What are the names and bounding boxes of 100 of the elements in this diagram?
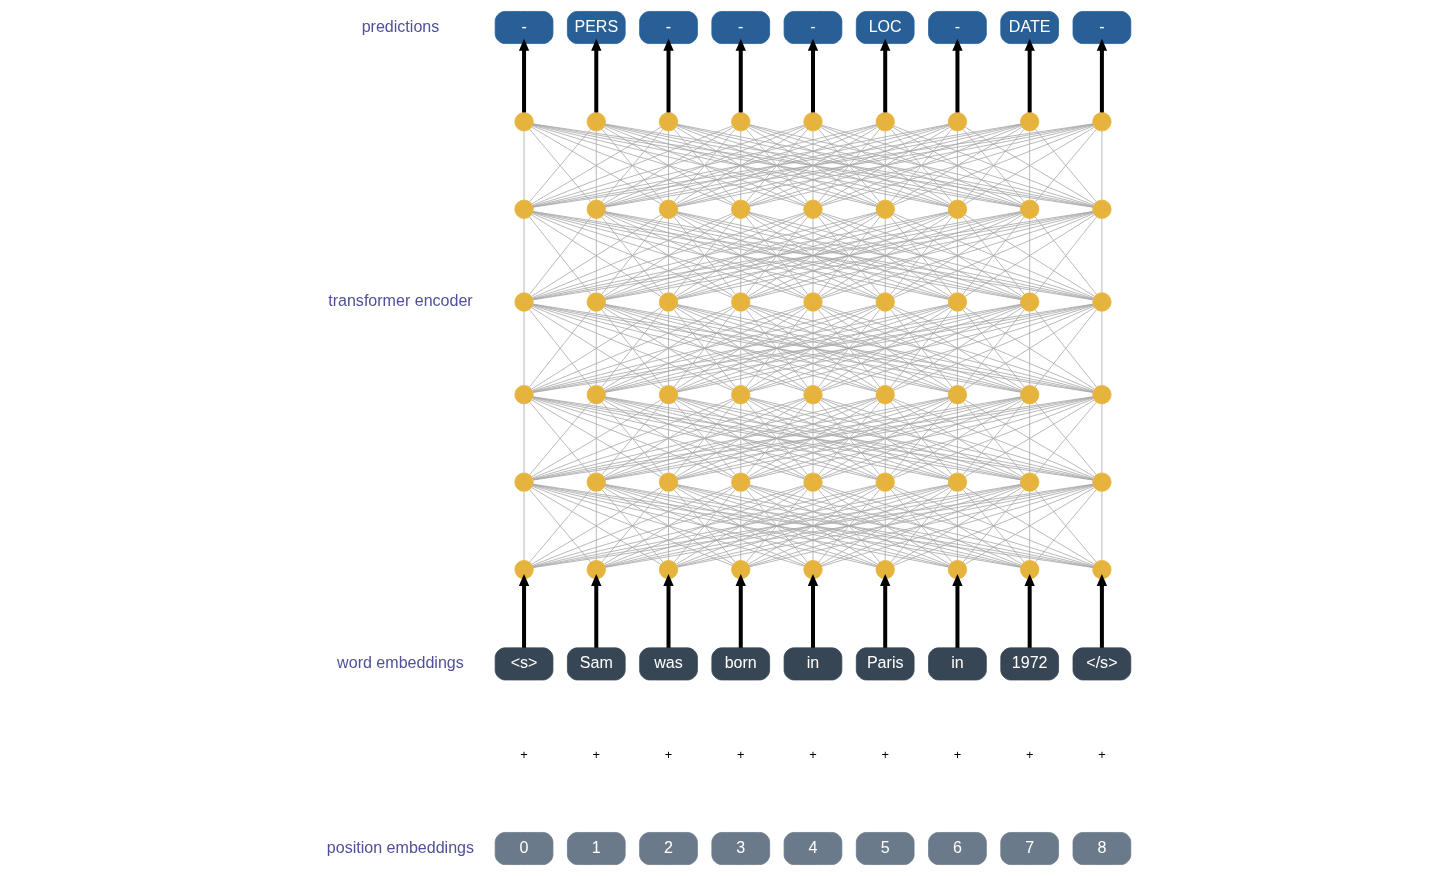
connector	[673, 489, 736, 563]
connector	[673, 309, 736, 388]
node-box: -	[639, 11, 698, 44]
node-circle	[586, 199, 606, 219]
connector	[603, 487, 734, 565]
connector	[740, 130, 742, 201]
arrow	[880, 574, 891, 648]
connector	[601, 128, 664, 203]
node-circle	[947, 199, 968, 219]
connector	[531, 213, 733, 299]
connector	[532, 485, 805, 567]
connector	[673, 128, 736, 203]
connector	[604, 305, 877, 392]
connector	[964, 126, 1095, 205]
connector	[892, 487, 1023, 565]
connector	[595, 403, 597, 474]
connector	[821, 305, 1094, 392]
node-circle	[803, 199, 823, 219]
connector	[962, 216, 1025, 295]
node-box: <s>	[494, 647, 554, 681]
connector	[601, 489, 664, 563]
connector	[523, 130, 525, 201]
node-circle	[514, 472, 534, 492]
connector	[890, 309, 953, 388]
connector	[884, 491, 886, 561]
node-circle	[658, 112, 679, 132]
connector	[532, 485, 733, 566]
connector	[531, 126, 662, 205]
connector	[745, 309, 808, 388]
connector	[884, 310, 886, 386]
connector	[595, 310, 597, 386]
connector	[523, 310, 525, 386]
node-circle	[1020, 560, 1040, 580]
connector	[890, 489, 953, 563]
node-circle	[947, 560, 968, 580]
connector	[676, 485, 950, 567]
connector	[595, 491, 597, 561]
connector	[821, 212, 1094, 299]
connector	[820, 307, 951, 390]
connector	[820, 399, 951, 478]
connector	[668, 218, 669, 293]
node-circle	[1020, 292, 1040, 312]
connector	[532, 397, 877, 480]
connector	[820, 214, 951, 297]
connector	[740, 491, 742, 561]
connector	[749, 211, 1094, 300]
node-box: in	[783, 647, 843, 681]
node-box: born	[711, 647, 771, 681]
connector	[532, 396, 949, 480]
node-circle	[586, 385, 606, 405]
connector	[892, 399, 1023, 478]
node-box: 2	[639, 832, 698, 865]
connector	[957, 218, 958, 293]
node-circle	[875, 385, 895, 405]
connector	[748, 213, 950, 299]
connector	[523, 218, 525, 293]
connector	[531, 214, 662, 297]
node-circle	[514, 112, 534, 132]
connector	[1029, 491, 1031, 561]
connector	[748, 125, 950, 206]
connector	[532, 124, 805, 207]
connector	[675, 126, 806, 205]
connector	[601, 401, 664, 475]
node-circle	[1092, 472, 1112, 492]
connector	[677, 396, 1094, 480]
connector	[821, 124, 1094, 207]
node-box: -	[1072, 11, 1132, 44]
arrow	[735, 38, 746, 113]
connector	[740, 218, 742, 293]
node-circle	[1092, 385, 1112, 405]
node-box: LOC	[855, 11, 915, 44]
node-circle	[731, 560, 751, 580]
connector	[812, 218, 814, 293]
node-circle	[1020, 472, 1040, 492]
connector	[531, 305, 733, 391]
connector	[812, 403, 814, 474]
connector	[529, 309, 592, 388]
connector	[675, 399, 806, 478]
connector	[748, 487, 878, 565]
connector	[532, 484, 877, 568]
connector	[884, 218, 886, 293]
connector	[595, 130, 597, 201]
arrow	[1096, 574, 1108, 648]
connector	[812, 130, 814, 201]
connector	[1029, 403, 1031, 474]
label: +	[881, 747, 889, 763]
node-circle	[731, 472, 751, 492]
connector	[748, 126, 878, 205]
node-box: Paris	[855, 647, 915, 681]
connector	[604, 211, 949, 300]
connector	[749, 397, 1094, 480]
connector	[677, 304, 1022, 392]
connector	[601, 309, 664, 388]
connector	[675, 214, 806, 297]
node-circle	[731, 292, 751, 312]
node-circle	[1020, 199, 1040, 219]
node-circle	[658, 292, 679, 312]
connector	[745, 216, 808, 295]
node-circle	[1092, 560, 1112, 580]
connector	[604, 305, 806, 391]
